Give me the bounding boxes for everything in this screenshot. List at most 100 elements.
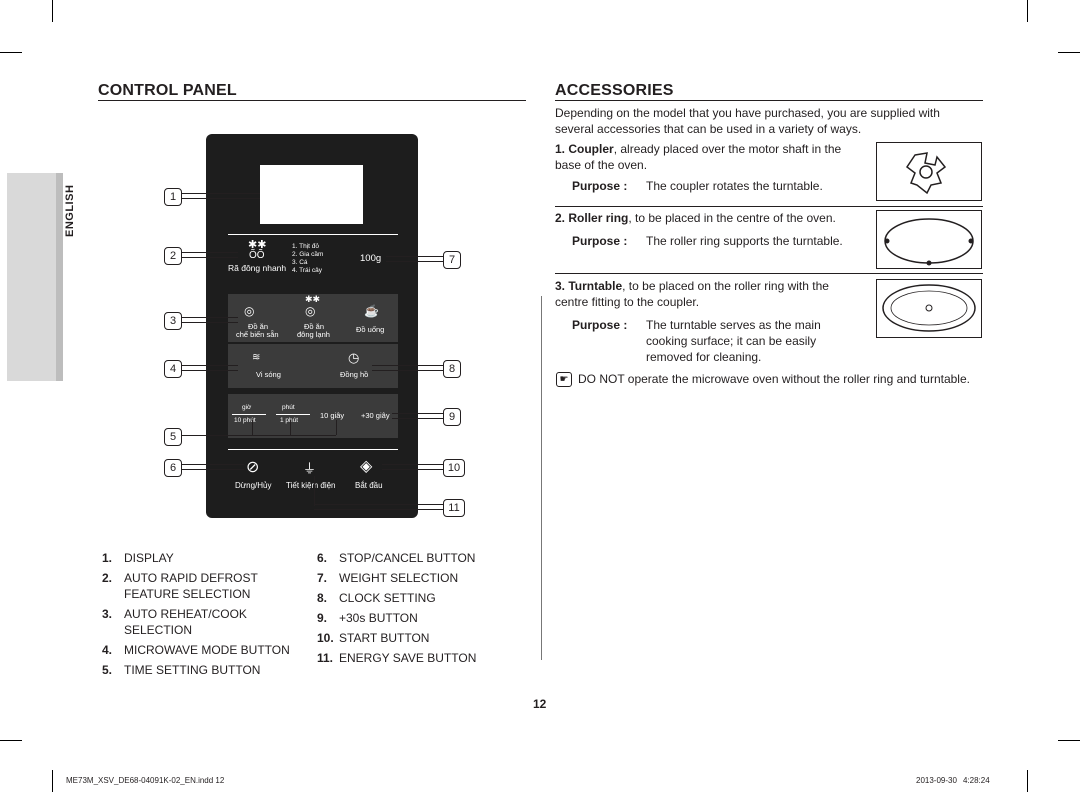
stop-label: Dừng/Hủy bbox=[235, 481, 272, 490]
reheat-label: chế biến sẵn bbox=[236, 330, 279, 339]
panel-divider bbox=[228, 234, 398, 235]
legend-item: 4.MICROWAVE MODE BUTTON bbox=[102, 643, 290, 657]
start-label: Bắt đầu bbox=[355, 481, 383, 490]
purpose-label: Purpose : bbox=[572, 234, 628, 248]
crop-mark bbox=[0, 52, 22, 53]
weight-label: 100g bbox=[360, 253, 382, 264]
item-separator bbox=[555, 206, 983, 207]
mode-subpanel bbox=[228, 344, 398, 388]
frozen-icon: ✱✱ bbox=[305, 294, 321, 304]
reheat-label: Đồ ăn bbox=[248, 322, 269, 331]
control-panel-heading: CONTROL PANEL bbox=[98, 82, 237, 99]
legend-item: 10.START BUTTON bbox=[317, 631, 430, 645]
purpose-text: The turntable serves as the main cooking… bbox=[646, 318, 821, 364]
column-divider bbox=[541, 296, 542, 660]
leader-line bbox=[372, 365, 443, 371]
callout-10: 10 bbox=[443, 459, 465, 477]
legend-item: 8.CLOCK SETTING bbox=[317, 591, 436, 605]
defrost-item: 4. Trái cây bbox=[292, 267, 322, 274]
defrost-item: 3. Cá bbox=[292, 259, 308, 266]
clock-icon: ◷ bbox=[348, 350, 360, 365]
leader-line bbox=[336, 420, 337, 435]
clock-label: Đồng hồ bbox=[340, 370, 369, 379]
callout-1: 1 bbox=[164, 188, 182, 206]
language-tab bbox=[7, 173, 63, 381]
legend-item: 9.+30s BUTTON bbox=[317, 611, 418, 625]
leader-line bbox=[252, 420, 253, 435]
leader-line bbox=[392, 413, 443, 419]
footer-file: ME73M_XSV_DE68-04091K-02_EN.indd 12 bbox=[66, 776, 225, 785]
defrost-icon: ✱✱ bbox=[248, 239, 267, 251]
legend-item: 7.WEIGHT SELECTION bbox=[317, 571, 459, 585]
item-separator bbox=[555, 273, 983, 274]
defrost-label: Rã đông nhanh bbox=[228, 263, 287, 273]
reheat-subpanel bbox=[228, 294, 398, 342]
coupler-image bbox=[876, 142, 982, 201]
crop-mark bbox=[52, 770, 53, 792]
callout-3: 3 bbox=[164, 312, 182, 330]
time-divider bbox=[232, 414, 266, 415]
callout-5: 5 bbox=[164, 428, 182, 446]
language-tab-label: ENGLISH bbox=[64, 184, 76, 237]
time-subpanel bbox=[228, 394, 398, 438]
accessories-heading: ACCESSORIES bbox=[555, 82, 674, 99]
reheat-label: Đồ uống bbox=[356, 325, 385, 334]
reheat-label: Đồ ăn bbox=[304, 322, 325, 331]
stop-icon: ⊘ bbox=[246, 459, 260, 476]
legend-right: 6.STOP/CANCEL BUTTON 7.WEIGHT SELECTION … bbox=[317, 550, 527, 666]
language-tab-shade bbox=[56, 173, 63, 381]
panel-divider bbox=[228, 449, 398, 450]
callout-4: 4 bbox=[164, 360, 182, 378]
leader-line bbox=[314, 476, 315, 506]
crop-mark bbox=[1027, 770, 1028, 792]
ten-min-label: 10 phút bbox=[234, 417, 256, 424]
crop-mark bbox=[52, 0, 53, 22]
reheat-label: đông lạnh bbox=[297, 330, 330, 339]
start-icon: ◈ bbox=[360, 458, 373, 475]
purpose-text: The roller ring supports the turntable. bbox=[646, 234, 843, 248]
ready-meal-icon: ◎ bbox=[244, 304, 255, 318]
one-min-label: 1 phút bbox=[280, 417, 299, 424]
leader-line bbox=[182, 435, 336, 436]
callout-2: 2 bbox=[164, 247, 182, 265]
microwave-label: Vi sóng bbox=[256, 370, 281, 379]
turntable-image bbox=[876, 279, 982, 338]
leader-line bbox=[314, 504, 443, 510]
heading-rule bbox=[555, 100, 983, 101]
legend-item: 5.TIME SETTING BUTTON bbox=[102, 663, 261, 677]
purpose-text: The coupler rotates the turntable. bbox=[646, 179, 823, 193]
crop-mark bbox=[1058, 52, 1080, 53]
leader-line bbox=[290, 420, 291, 435]
note-hand-icon: ☛ bbox=[556, 372, 572, 387]
minute-label: phút bbox=[282, 404, 295, 411]
eco-plug-icon: ⏚ bbox=[303, 461, 317, 476]
defrost-item: 2. Gia cầm bbox=[292, 251, 324, 258]
leader-line bbox=[182, 317, 238, 323]
callout-11: 11 bbox=[443, 499, 465, 517]
legend-item: 1.DISPLAY bbox=[102, 551, 174, 565]
legend-item: 11.ENERGY SAVE BUTTON bbox=[317, 651, 477, 665]
ten-sec-label: 10 giây bbox=[320, 411, 345, 420]
page-number: 12 bbox=[533, 697, 547, 711]
leader-line bbox=[382, 464, 443, 470]
leader-line bbox=[386, 256, 443, 262]
callout-6: 6 bbox=[164, 459, 182, 477]
hour-label: giờ bbox=[242, 404, 252, 411]
leader-line bbox=[182, 365, 238, 371]
leader-line bbox=[182, 193, 260, 199]
time-divider bbox=[276, 414, 310, 415]
plus30-label: +30 giây bbox=[361, 411, 390, 420]
leader-line bbox=[182, 252, 238, 258]
display-window bbox=[260, 165, 363, 224]
accessory-turntable: 3. Turntable, to be placed on the roller… bbox=[555, 279, 829, 309]
footer-timestamp: 2013-09-30 4:28:24 bbox=[916, 776, 990, 785]
microwave-icon: ≋ bbox=[252, 352, 261, 363]
accessories-intro: Depending on the model that you have pur… bbox=[555, 106, 940, 136]
purpose-label: Purpose : bbox=[572, 318, 628, 332]
defrost-item: 1. Thịt đỏ bbox=[292, 243, 319, 250]
crop-mark bbox=[1058, 740, 1080, 741]
eco-label: Tiết kiệm điện bbox=[286, 481, 336, 490]
accessory-roller-ring: 2. Roller ring, to be placed in the cent… bbox=[555, 211, 836, 225]
